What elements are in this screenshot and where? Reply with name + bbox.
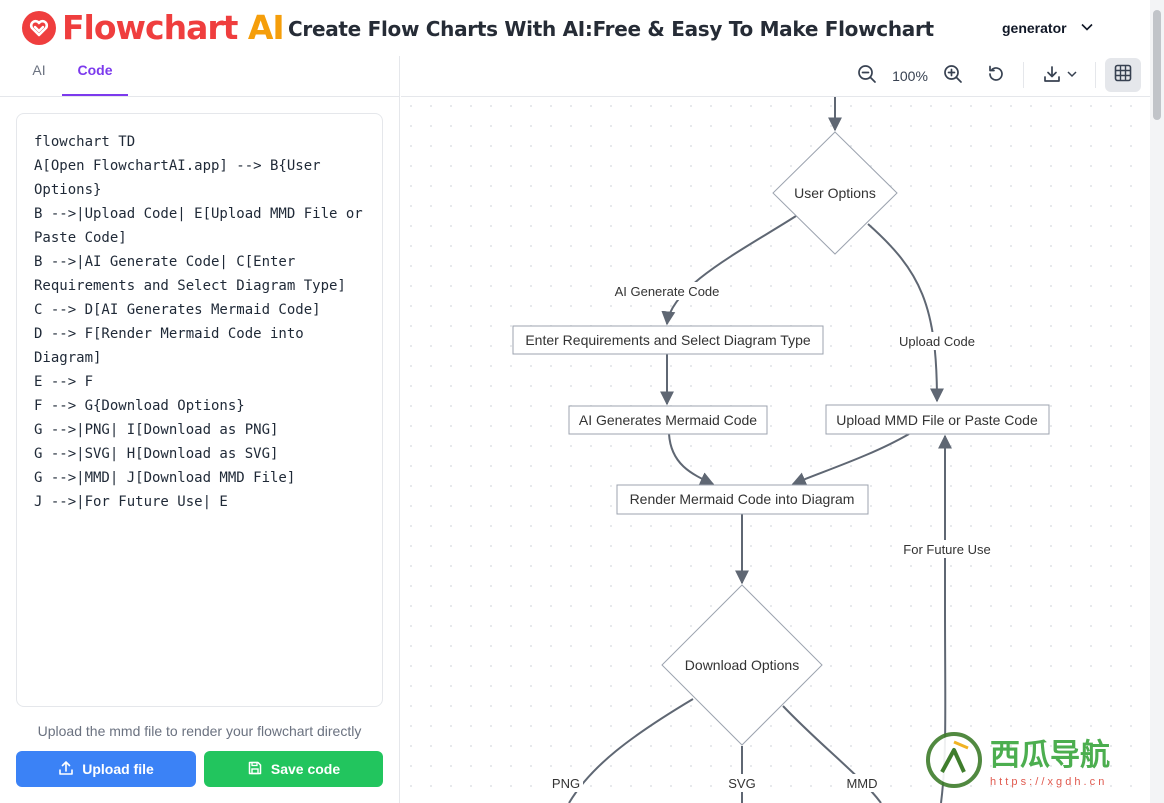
zoom-level: 100%	[892, 68, 928, 84]
watermark-title: 西瓜导航	[990, 738, 1110, 772]
diagram-canvas[interactable]: User Options Enter Requirements and Sele…	[401, 56, 1150, 803]
toolbar-divider	[1095, 62, 1096, 88]
zoom-in-icon	[943, 64, 963, 89]
edge-label-svg: SVG	[728, 776, 755, 791]
canvas-toolbar: 100%	[401, 56, 1150, 97]
node-render	[616, 484, 869, 515]
edge-d-to-f	[668, 433, 715, 486]
page-scrollbar[interactable]	[1150, 0, 1164, 803]
app-header: Flowchart AI Create Flow Charts With AI:…	[0, 0, 1150, 56]
save-icon	[247, 760, 263, 779]
code-line: G -->|MMD| J[Download MMD File]	[34, 470, 296, 486]
generator-select[interactable]: generator	[990, 10, 1106, 46]
download-icon	[1042, 64, 1062, 89]
node-user-options-label: User Options	[794, 185, 876, 201]
code-line: F --> G{Download Options}	[34, 398, 245, 414]
code-line: B -->|Upload Code| E[Upload MMD File or …	[34, 206, 372, 246]
rotate-ccw-icon	[986, 64, 1006, 89]
edge-e-to-f	[791, 433, 910, 486]
zoom-in-button[interactable]	[938, 61, 968, 91]
node-upload-mmd	[825, 404, 1050, 435]
code-line: G -->|SVG| H[Download as SVG]	[34, 446, 279, 462]
node-user-options	[772, 131, 898, 255]
scrollbar-thumb[interactable]	[1153, 10, 1161, 120]
code-line: D --> F[Render Mermaid Code into Diagram…	[34, 326, 313, 366]
chevron-down-icon	[1066, 67, 1078, 85]
page-title: Create Flow Charts With AI:Free & Easy T…	[288, 17, 934, 41]
code-line: E --> F	[34, 374, 94, 390]
edge-ai-generate	[661, 215, 797, 326]
save-code-button[interactable]: Save code	[204, 751, 383, 787]
upload-hint: Upload the mmd file to render your flowc…	[37, 723, 362, 739]
code-line: J -->|For Future Use| E	[34, 494, 228, 510]
code-line: B -->|AI Generate Code| C[Enter Requirem…	[34, 254, 346, 294]
zoom-out-button[interactable]	[852, 61, 882, 91]
code-editor[interactable]: flowchart TD A[Open FlowchartAI.app] -->…	[16, 113, 383, 707]
grid-toggle-button[interactable]	[1105, 58, 1141, 92]
node-enter-requirements	[512, 325, 824, 355]
edge-label-mmd: MMD	[846, 776, 877, 791]
edge-label-png: PNG	[552, 776, 580, 791]
watermark: 西瓜导航 h t t p s : / / x g d h . c n	[924, 730, 1146, 790]
node-upload-mmd-label: Upload MMD File or Paste Code	[836, 412, 1038, 428]
edge-png	[568, 698, 694, 803]
generator-select-label: generator	[1002, 20, 1067, 36]
chevron-down-icon	[1080, 20, 1094, 37]
mode-tabs: AI Code	[0, 56, 399, 97]
code-line: flowchart TD	[34, 134, 136, 150]
code-line: G -->|PNG| I[Download as PNG]	[34, 422, 279, 438]
upload-file-label: Upload file	[82, 761, 154, 777]
edge-label-ai-generate-code: AI Generate Code	[615, 284, 720, 299]
tab-ai[interactable]: AI	[32, 62, 46, 78]
grid-icon	[1114, 64, 1132, 87]
save-code-label: Save code	[270, 761, 341, 777]
node-ai-generates-label: AI Generates Mermaid Code	[579, 412, 757, 428]
toolbar-divider	[1023, 62, 1024, 88]
logo-text: Flowchart AI	[62, 8, 285, 47]
left-panel: AI Code flowchart TD A[Open FlowchartAI.…	[0, 56, 400, 803]
download-menu-button[interactable]	[1037, 61, 1083, 91]
watermark-url: h t t p s : / / x g d h . c n	[990, 776, 1104, 788]
edge-mmd	[782, 705, 882, 803]
node-ai-generates	[568, 405, 768, 435]
edge-label-for-future-use: For Future Use	[903, 542, 990, 557]
upload-file-button[interactable]: Upload file	[16, 751, 196, 787]
edge-upload-code	[867, 223, 944, 403]
node-enter-requirements-label: Enter Requirements and Select Diagram Ty…	[525, 332, 811, 348]
reset-view-button[interactable]	[981, 61, 1011, 91]
edge-label-upload-code: Upload Code	[899, 334, 975, 349]
logo[interactable]: Flowchart AI	[22, 8, 285, 47]
zoom-out-icon	[857, 64, 877, 89]
flowchart-diagram: User Options Enter Requirements and Sele…	[512, 96, 1050, 803]
tab-code[interactable]: Code	[62, 56, 128, 96]
code-line: C --> D[AI Generates Mermaid Code]	[34, 302, 321, 318]
upload-icon	[58, 760, 74, 779]
node-download-options	[661, 584, 823, 746]
heart-logo-icon	[22, 11, 56, 45]
node-download-options-label: Download Options	[685, 657, 799, 673]
code-line: A[Open FlowchartAI.app] --> B{User Optio…	[34, 158, 330, 198]
node-render-label: Render Mermaid Code into Diagram	[630, 491, 855, 507]
